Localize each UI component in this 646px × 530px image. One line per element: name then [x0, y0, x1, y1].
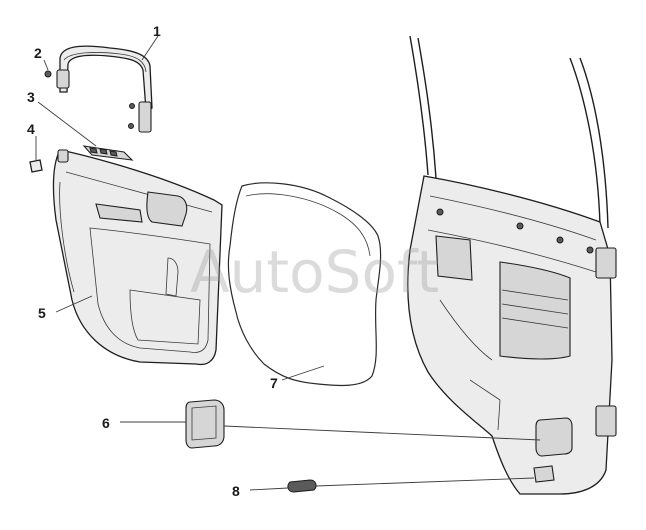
part-2-screw — [44, 70, 135, 129]
leader-lines — [35, 35, 541, 491]
door-inner-frame — [407, 35, 617, 495]
part-5-door-trim-panel — [52, 149, 223, 366]
part-6-pad — [185, 399, 225, 449]
part-1-grab-handle — [56, 45, 153, 133]
part-8-cover — [287, 479, 317, 493]
callout-1: 1 — [153, 23, 161, 39]
part-4-cap — [29, 159, 43, 173]
part-3-switch-panel — [82, 145, 134, 161]
callout-3: 3 — [27, 89, 35, 105]
watermark-text: AutoSoft — [190, 238, 439, 306]
callout-4: 4 — [27, 121, 35, 137]
callout-8: 8 — [232, 483, 240, 499]
callout-7: 7 — [270, 375, 278, 391]
callout-5: 5 — [38, 305, 46, 321]
callout-2: 2 — [34, 45, 42, 61]
part-7-water-shield-film — [227, 182, 382, 387]
callout-6: 6 — [102, 415, 110, 431]
